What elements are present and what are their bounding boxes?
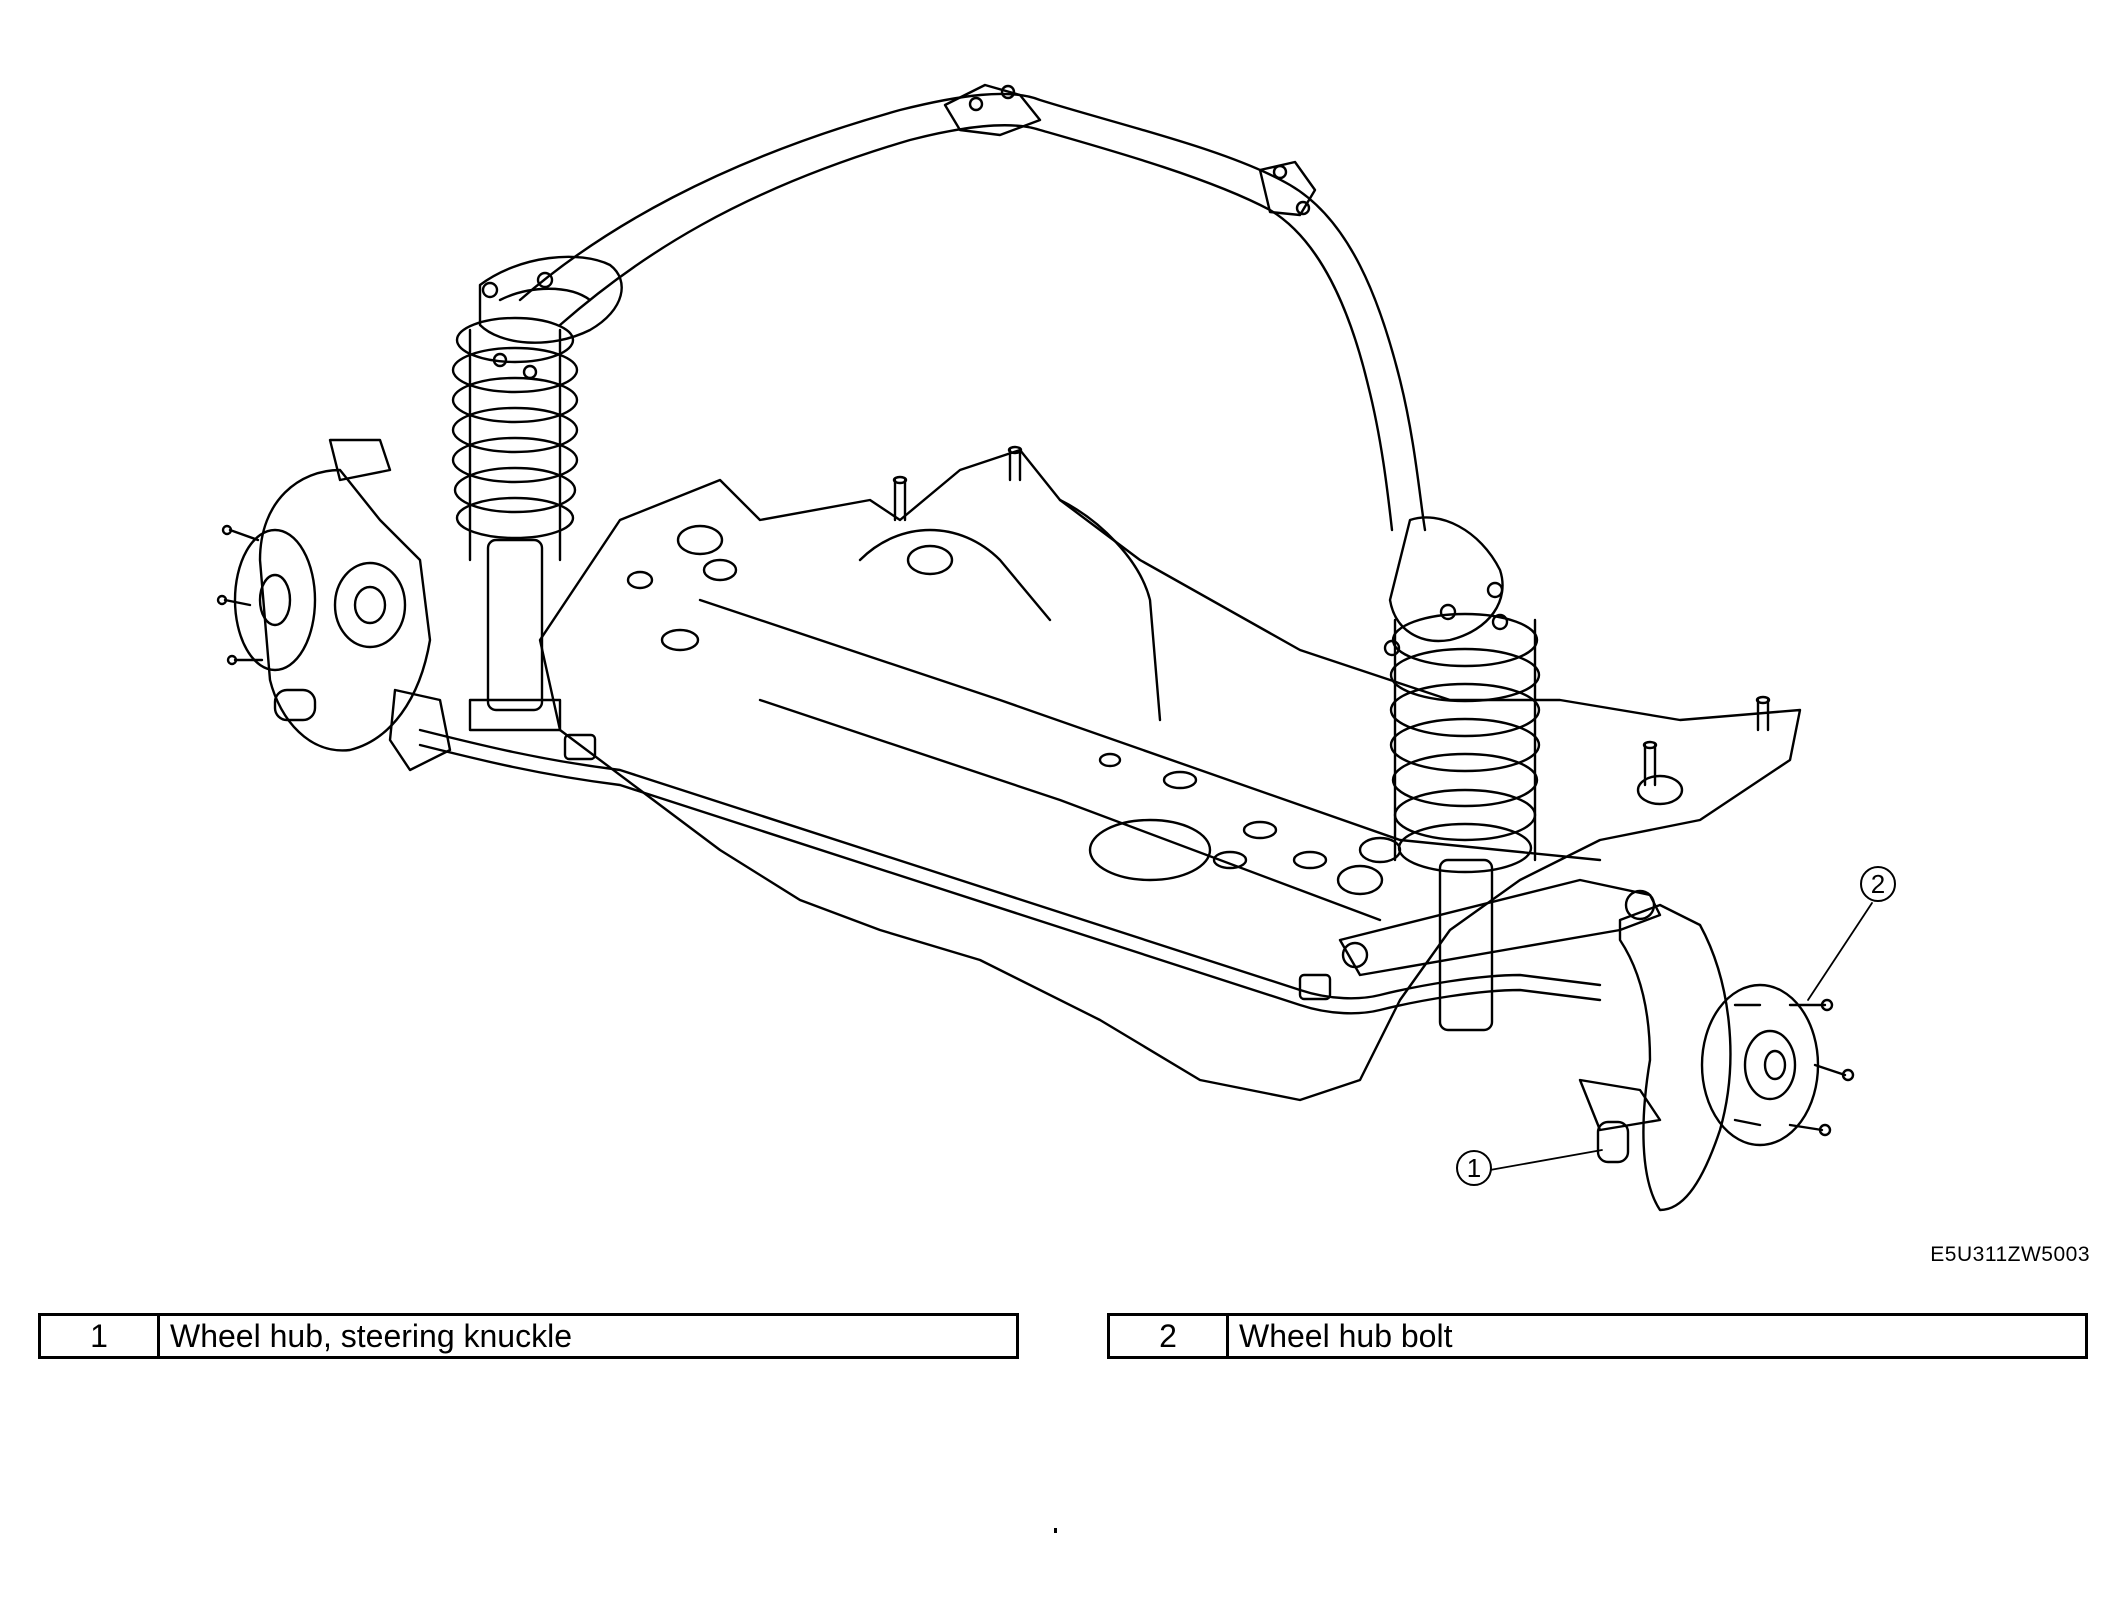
legend-number: 1 [41,1316,160,1356]
callout-leaders [1489,902,1873,1171]
callout-1: 1 [1456,1150,1492,1186]
right-coil-spring [1383,581,1541,1032]
callout-2: 2 [1860,866,1896,902]
legend-label: Wheel hub bolt [1239,1317,1453,1354]
callout-2-number: 2 [1870,868,1886,899]
right-wheel-hub [1700,983,1855,1147]
callout-1-number: 1 [1466,1152,1482,1183]
legend-label: Wheel hub, steering knuckle [170,1317,572,1354]
left-wheel-hub [216,524,317,672]
figure-reference-code: E5U311ZW5003 [1930,1243,2090,1266]
legend-number: 2 [1110,1316,1229,1356]
left-coil-spring [451,271,579,732]
stabilizer-bar [418,728,1602,1015]
strut-tower-bar [478,83,1504,643]
legend-item-1: 1 Wheel hub, steering knuckle [38,1313,1019,1359]
right-steering-knuckle [1578,903,1732,1212]
right-lower-arm [1338,878,1662,977]
page-mark [1054,1528,1057,1533]
left-steering-knuckle [258,438,452,772]
crossmember [538,445,1802,1102]
legend-item-2: 2 Wheel hub bolt [1107,1313,2088,1359]
